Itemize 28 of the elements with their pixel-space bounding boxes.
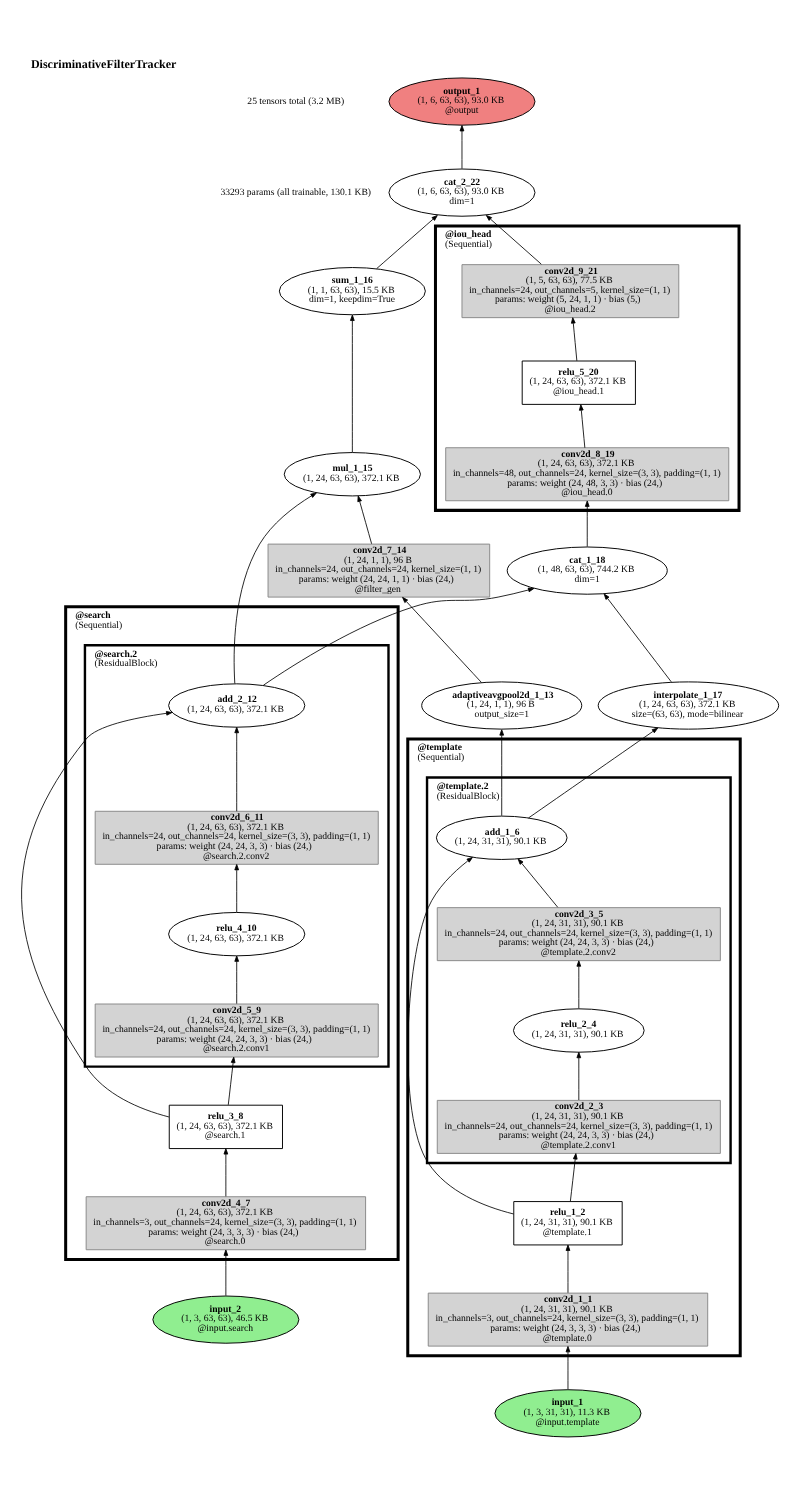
arrow (234, 725, 239, 811)
arrow (485, 214, 542, 264)
arrow (407, 855, 514, 1214)
arrow (499, 728, 505, 816)
arrow (234, 863, 239, 912)
arrow (459, 124, 465, 168)
arrow (565, 1345, 571, 1389)
arrow (576, 959, 582, 1008)
arrow (357, 494, 373, 544)
arrow (528, 726, 659, 818)
arrow (223, 1248, 229, 1296)
arrow (517, 857, 559, 907)
arrow (234, 954, 239, 1004)
arrow (565, 1243, 571, 1293)
arrow (402, 595, 482, 682)
arrow (263, 586, 535, 685)
arrow (350, 313, 355, 452)
arrow (21, 710, 173, 1117)
arrow (376, 214, 438, 269)
arrow (227, 1055, 236, 1105)
arrow (233, 491, 317, 683)
arrow (223, 1147, 229, 1196)
arrow (576, 1050, 582, 1100)
arrow (603, 592, 672, 682)
arrow (579, 403, 586, 448)
arrow (570, 316, 578, 361)
arrow (584, 499, 590, 547)
arrow (569, 1152, 578, 1201)
